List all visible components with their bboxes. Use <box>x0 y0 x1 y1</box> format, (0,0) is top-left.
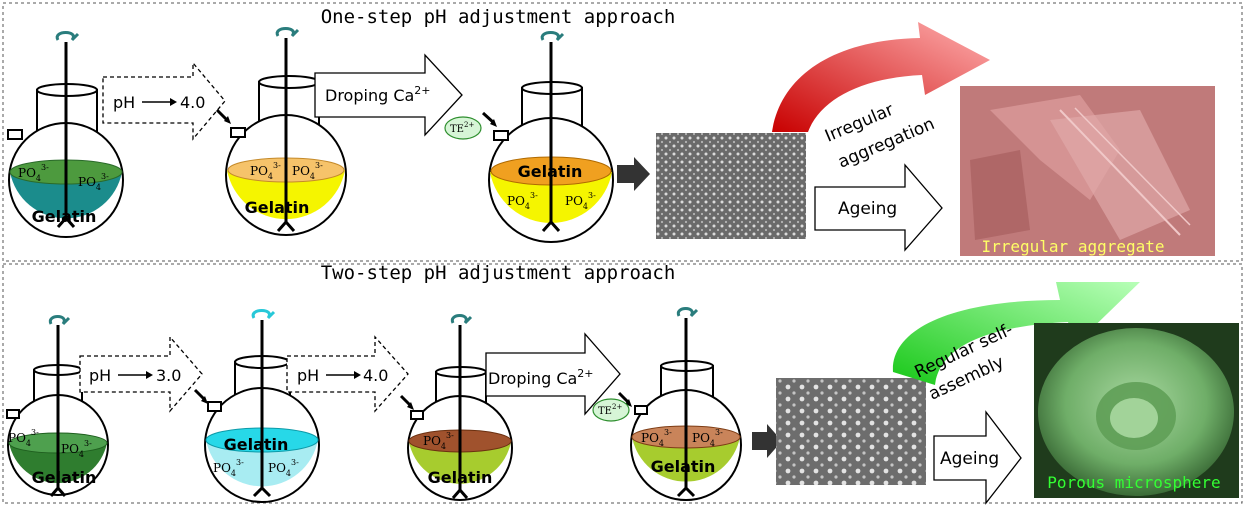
bottom-flask-4-label: Gelatin <box>651 457 716 476</box>
bottom-ageing-label: Ageing <box>940 449 999 469</box>
bottom-panel-frame <box>2 263 1243 504</box>
svg-text:PO43-: PO43- <box>250 161 281 181</box>
ion-superscript: 3- <box>41 163 49 172</box>
bottom-dropping-arrow: Droping Ca2+ <box>485 332 621 416</box>
bottom-ph1-value: 3.0 <box>156 366 181 385</box>
svg-text:PO43-: PO43- <box>292 161 323 181</box>
top-flask-1-label: Gelatin <box>32 207 97 226</box>
top-te-badge: TE2+ <box>444 116 482 140</box>
svg-text:PO43-: PO43- <box>8 428 39 448</box>
top-flask-3-ion-b: PO <box>565 194 583 208</box>
top-flask-2: Gelatin PO43- PO43- <box>225 27 347 236</box>
bottom-flask-4-ion-b: PO <box>692 431 710 445</box>
top-flask-3: Gelatin PO43- PO43- <box>488 31 614 243</box>
svg-text:PO43-: PO43- <box>641 428 672 448</box>
bottom-ph-arrow-1: pH 3.0 <box>79 335 203 413</box>
bottom-flask-2-ion-a: PO <box>213 461 231 475</box>
svg-text:PO43-: PO43- <box>61 439 92 459</box>
bottom-ageing-arrow: Ageing <box>933 410 1022 505</box>
svg-text:PO43-: PO43- <box>565 191 596 211</box>
bottom-flask-1: Gelatin PO43- PO43- <box>6 315 109 497</box>
bottom-dropping-label: Droping Ca <box>488 369 577 388</box>
bottom-dropping-sup: 2+ <box>577 367 593 380</box>
top-ph-label: pH <box>113 93 135 112</box>
svg-text:Droping Ca2+: Droping Ca2+ <box>488 367 594 388</box>
green-curved-arrow <box>892 282 1140 385</box>
top-dropping-label: Droping Ca <box>325 86 414 105</box>
top-flask-1: Gelatin PO43- PO43- <box>7 31 124 238</box>
bottom-te-label: TE <box>598 406 612 417</box>
svg-text:PO43-: PO43- <box>692 428 723 448</box>
ion-subscript: 4 <box>36 174 41 183</box>
top-flask-3-ion-a: PO <box>507 194 525 208</box>
top-sem-image <box>656 133 806 239</box>
bottom-sem-image <box>776 378 926 485</box>
bottom-panel-title: Two-step pH adjustment approach <box>321 262 676 284</box>
top-result-caption: Irregular aggregate <box>981 237 1164 256</box>
top-ph-arrow: pH 4.0 <box>102 61 226 141</box>
red-curved-arrow <box>772 22 990 132</box>
bottom-flask-3: Gelatin PO43- <box>407 314 513 501</box>
bottom-flask-2-ion-b: PO <box>268 461 286 475</box>
top-ageing-label: Ageing <box>838 199 897 219</box>
bottom-flask-1-label: Gelatin <box>32 468 97 487</box>
svg-text:PO43-: PO43- <box>78 172 109 192</box>
top-ageing-arrow: Ageing <box>814 163 943 252</box>
bottom-ph1-label: pH <box>89 366 111 385</box>
svg-text:PO43-: PO43- <box>213 458 244 478</box>
bottom-flask-2: Gelatin PO43- PO43- <box>204 309 320 503</box>
svg-text:PO43-: PO43- <box>507 191 538 211</box>
svg-text:PO43-: PO43- <box>268 458 299 478</box>
top-panel-title: One-step pH adjustment approach <box>321 6 676 28</box>
bottom-ph-arrow-2: pH 4.0 <box>286 335 409 413</box>
bottom-block-arrow <box>752 424 782 458</box>
top-block-arrow <box>617 157 650 191</box>
top-result-image: Irregular aggregate <box>960 86 1215 256</box>
svg-text:TE2+: TE2+ <box>450 121 474 135</box>
top-flask-1-ion-b: PO <box>78 175 96 189</box>
bottom-ph2-label: pH <box>297 366 319 385</box>
top-flask-1-ion-a: PO <box>18 166 36 180</box>
top-flask-3-label: Gelatin <box>518 162 583 181</box>
bottom-flask-4-ion-a: PO <box>641 431 659 445</box>
top-te-label: TE <box>450 124 464 135</box>
svg-text:Droping Ca2+: Droping Ca2+ <box>325 84 431 105</box>
top-dropping-sup: 2+ <box>414 84 430 97</box>
top-flask-2-ion-b: PO <box>292 164 310 178</box>
svg-text:PO43-: PO43- <box>423 431 454 451</box>
bottom-result-caption: Porous microsphere <box>1047 473 1220 492</box>
bottom-te-badge: TE2+ <box>592 398 630 422</box>
bottom-flask-3-label: Gelatin <box>428 468 493 487</box>
svg-text:PO43-: PO43- <box>18 163 49 183</box>
bottom-flask-2-label: Gelatin <box>224 435 289 454</box>
bottom-flask-3-ion-a: PO <box>423 434 441 448</box>
top-flask-2-label: Gelatin <box>245 198 310 217</box>
bottom-flask-1-ion-b: PO <box>61 442 79 456</box>
bottom-result-image: Porous microsphere <box>1034 323 1239 498</box>
bottom-flask-1-ion-a: PO <box>8 431 26 445</box>
top-flask-2-ion-a: PO <box>250 164 268 178</box>
top-dropping-arrow: Droping Ca2+ <box>314 53 463 137</box>
top-panel-frame <box>2 2 1243 262</box>
svg-text:TE2+: TE2+ <box>598 403 622 417</box>
bottom-ph2-value: 4.0 <box>363 366 388 385</box>
top-ph-value: 4.0 <box>180 93 205 112</box>
bottom-flask-4: Gelatin PO43- PO43- <box>630 307 742 501</box>
